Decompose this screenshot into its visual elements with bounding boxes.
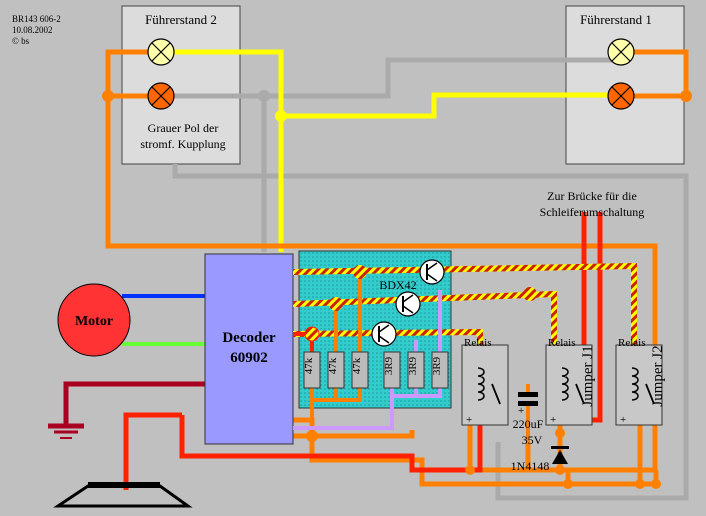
bridge-note-line2: Schleiferumschaltung — [540, 205, 645, 219]
relay-3-box — [615, 344, 663, 426]
resistor-label-3: 47k — [351, 357, 363, 374]
resistor-label-1: 47k — [303, 357, 315, 374]
transistor-1 — [419, 259, 445, 285]
pickup-shoe — [53, 484, 193, 508]
decoder-line2: 60902 — [230, 350, 268, 366]
header-line3: © bs — [12, 36, 30, 46]
relay-1-coil — [477, 367, 485, 401]
relay-2-box — [545, 344, 593, 426]
relay-2-switch — [575, 383, 585, 405]
header-info: BR143 606-2 10.08.2002 © bs — [12, 14, 61, 46]
yellow-wires — [161, 49, 613, 252]
relay-2-plus: + — [550, 414, 556, 426]
capacitor-plus: + — [518, 405, 524, 417]
cab2-label-line1: Grauer Pol der — [148, 121, 219, 135]
motor-circle — [57, 283, 131, 357]
relay-2-coil — [561, 367, 569, 401]
junction-hatch-4 — [523, 287, 537, 301]
decoder-line1: Decoder — [222, 330, 276, 346]
resistor-2 — [327, 351, 345, 389]
relay-1-box — [461, 344, 509, 426]
transistor-2 — [395, 291, 421, 317]
decoder-box — [204, 253, 294, 445]
resistor-label-6: 3R9 — [431, 356, 443, 375]
transistor-label: BDX42 — [379, 278, 416, 292]
resistor-label-5: 3R9 — [407, 356, 419, 375]
relay-3-label: Relais — [618, 337, 646, 349]
function-wires — [292, 262, 637, 345]
resistor-3 — [351, 351, 369, 389]
cab1-title: Führerstand 1 — [580, 12, 652, 27]
relay-3-jumper: Jumper J2 — [650, 345, 666, 406]
header-line2: 10.08.2002 — [12, 25, 53, 35]
junctions — [102, 90, 692, 489]
relay-1-switch — [491, 383, 501, 405]
board-orange-wires — [310, 272, 362, 420]
diode — [551, 428, 569, 464]
ground-wire — [48, 381, 205, 439]
resistor-group: 47k 47k 47k 3R9 3R9 3R9 — [303, 351, 449, 389]
resistor-5 — [407, 351, 425, 389]
junction-hatch-1 — [304, 326, 320, 342]
cab2-lamp-white — [147, 38, 175, 66]
resistor-label-2: 47k — [327, 357, 339, 374]
transistor-3 — [371, 321, 397, 347]
relay-3-switch — [645, 383, 655, 405]
capacitor — [518, 384, 538, 442]
diode-label: 1N4148 — [511, 459, 550, 473]
relay-1-plus: + — [466, 414, 472, 426]
relay-2-label: Relais — [548, 337, 576, 349]
relay-3-coil — [631, 367, 639, 401]
junction-hatch-3 — [353, 265, 367, 279]
cab2-box — [121, 5, 241, 165]
relay-group: Relais + Relais + Jumper J1 Relais + Jumper J2 — [461, 337, 666, 426]
resistor-1 — [303, 351, 321, 389]
cab1-lamp-red — [607, 82, 635, 110]
resistor-6 — [431, 351, 449, 389]
resistor-4 — [383, 351, 401, 389]
pickup-shoe-bar — [88, 482, 160, 488]
relay-1-label: Relais — [464, 337, 492, 349]
cab2-lamp-red — [147, 82, 175, 110]
cab2-title: Führerstand 2 — [145, 12, 217, 27]
capacitor-voltage: 35V — [522, 433, 543, 447]
resistor-label-4: 3R9 — [383, 356, 395, 375]
capacitor-value: 220uF — [513, 417, 544, 431]
junction-hatch-2 — [329, 297, 343, 311]
cab2-label-line2: stromf. Kupplung — [140, 137, 225, 151]
motor-label: Motor — [75, 314, 113, 329]
header-line1: BR143 606-2 — [12, 14, 61, 24]
cab1-lamp-white — [607, 38, 635, 66]
relay-2-jumper: Jumper J1 — [580, 345, 596, 406]
bridge-note-line1: Zur Brücke für die — [547, 189, 637, 203]
relay-3-plus: + — [620, 414, 626, 426]
